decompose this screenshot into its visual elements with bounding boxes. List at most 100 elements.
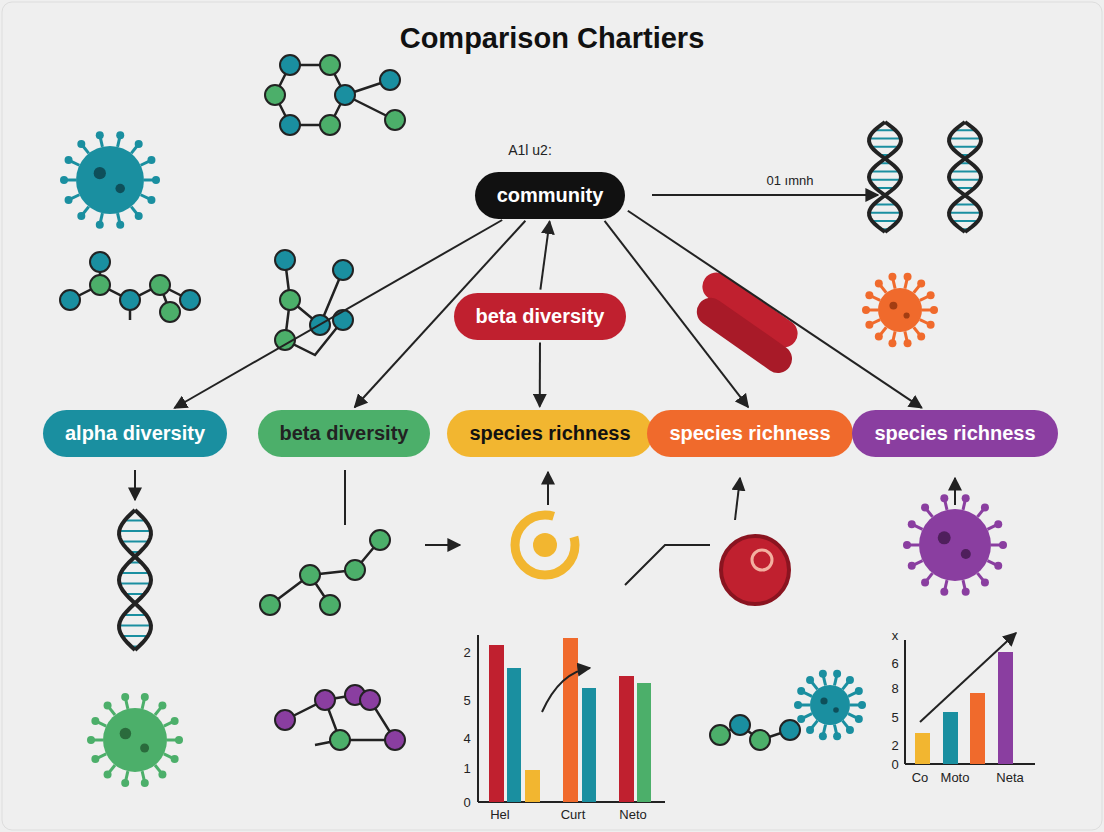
connector-arrow xyxy=(540,221,549,289)
virus-spike xyxy=(806,676,814,684)
molecule-atom xyxy=(300,565,320,585)
dna-strand xyxy=(949,122,981,232)
virus-body xyxy=(103,708,167,772)
virus-spike xyxy=(77,212,85,220)
dna-strand xyxy=(949,122,981,232)
richness-pill: species richness xyxy=(852,410,1057,457)
virus-spike xyxy=(96,221,104,229)
molecule-atom xyxy=(320,595,340,615)
virus-spike xyxy=(116,221,124,229)
molecule-atom xyxy=(160,302,180,322)
virus-spike xyxy=(135,212,143,220)
chart-label: Curt xyxy=(561,807,586,822)
virus-spike xyxy=(903,541,911,549)
virus-spike xyxy=(104,770,112,778)
dna-rung xyxy=(951,146,978,148)
virus-spike xyxy=(875,279,883,287)
virus-spike xyxy=(999,541,1007,549)
virus-spike xyxy=(927,291,935,299)
molecule-atom xyxy=(335,85,355,105)
virus-spike xyxy=(96,131,104,139)
virus-spike xyxy=(917,333,925,341)
molecule-atom xyxy=(750,730,770,750)
node-label: alpha diversity xyxy=(65,422,205,444)
note-label: 01 ımnh xyxy=(767,173,814,188)
virus-spike xyxy=(171,755,179,763)
virus-spike xyxy=(175,736,183,744)
virus-spike xyxy=(862,306,870,314)
chart-label: 4 xyxy=(463,731,470,746)
dna-strand xyxy=(119,510,151,650)
molecule-atom xyxy=(280,115,300,135)
virus-spike xyxy=(152,176,160,184)
virus-spike xyxy=(930,306,938,314)
dna-rung xyxy=(121,572,150,574)
molecule-atom xyxy=(345,560,365,580)
virus-spike xyxy=(121,693,129,701)
virus-body xyxy=(878,288,922,332)
virus-spike xyxy=(940,494,948,502)
dna-rung xyxy=(949,138,981,140)
virus-spike xyxy=(87,736,95,744)
dna-rung xyxy=(121,541,148,543)
molecule-atom xyxy=(710,725,730,745)
molecule-atom xyxy=(150,275,170,295)
virus-body xyxy=(919,509,991,581)
virus-spike xyxy=(91,717,99,725)
molecule-atom xyxy=(385,730,405,750)
connector-arrow xyxy=(628,211,922,408)
virus-spike xyxy=(833,732,841,740)
connector-arrow xyxy=(605,221,749,407)
virus-spike xyxy=(819,732,827,740)
molecule-atom xyxy=(320,115,340,135)
virus-spike xyxy=(908,562,916,570)
virus-spike xyxy=(865,321,873,329)
virus-spike xyxy=(833,670,841,678)
virus-spike xyxy=(888,339,896,347)
dna-rung xyxy=(949,212,981,214)
node-label: community xyxy=(497,184,604,206)
richness-pill: species richness xyxy=(447,410,652,457)
dna-rung xyxy=(869,138,901,140)
molecule-atom xyxy=(265,85,285,105)
dna-rung xyxy=(951,171,980,173)
dna-rung xyxy=(952,220,978,222)
chart-label: 1 xyxy=(463,761,470,776)
virus-spike xyxy=(875,333,883,341)
dna-rung xyxy=(119,625,151,627)
virus-spike xyxy=(981,503,989,511)
virus-spike xyxy=(806,726,814,734)
molecule-atom xyxy=(385,110,405,130)
chart-label: x xyxy=(892,628,899,643)
node-label: beta diversity xyxy=(476,305,605,327)
connector-arrow xyxy=(174,220,502,408)
molecule-atom xyxy=(90,275,110,295)
virus-spot xyxy=(140,744,149,753)
virus-spike xyxy=(116,131,124,139)
virus-spike xyxy=(60,176,68,184)
virus-spike xyxy=(147,196,155,204)
virus-spike xyxy=(91,755,99,763)
chart-label: 0 xyxy=(463,795,470,810)
virus-spike xyxy=(77,140,85,148)
virus-spike xyxy=(846,676,854,684)
molecule-atom xyxy=(333,260,353,280)
virus-spike xyxy=(940,588,948,596)
molecule-atom xyxy=(730,715,750,735)
virus-spot xyxy=(94,167,106,179)
virus-body xyxy=(76,146,144,214)
virus-body xyxy=(810,685,850,725)
dna-strand xyxy=(119,510,151,650)
beta-pill: beta diversity xyxy=(454,293,627,340)
dna-rung xyxy=(871,146,898,148)
node-label: species richness xyxy=(669,422,830,444)
connector-arrow xyxy=(539,342,541,406)
molecule-atom xyxy=(280,55,300,75)
virus-spike xyxy=(855,715,863,723)
dna-rung xyxy=(949,179,980,181)
virus-spot xyxy=(115,184,125,194)
chart-label: 0 xyxy=(891,757,898,772)
molecule-atom xyxy=(280,290,300,310)
chart-label: Moto xyxy=(941,770,970,785)
